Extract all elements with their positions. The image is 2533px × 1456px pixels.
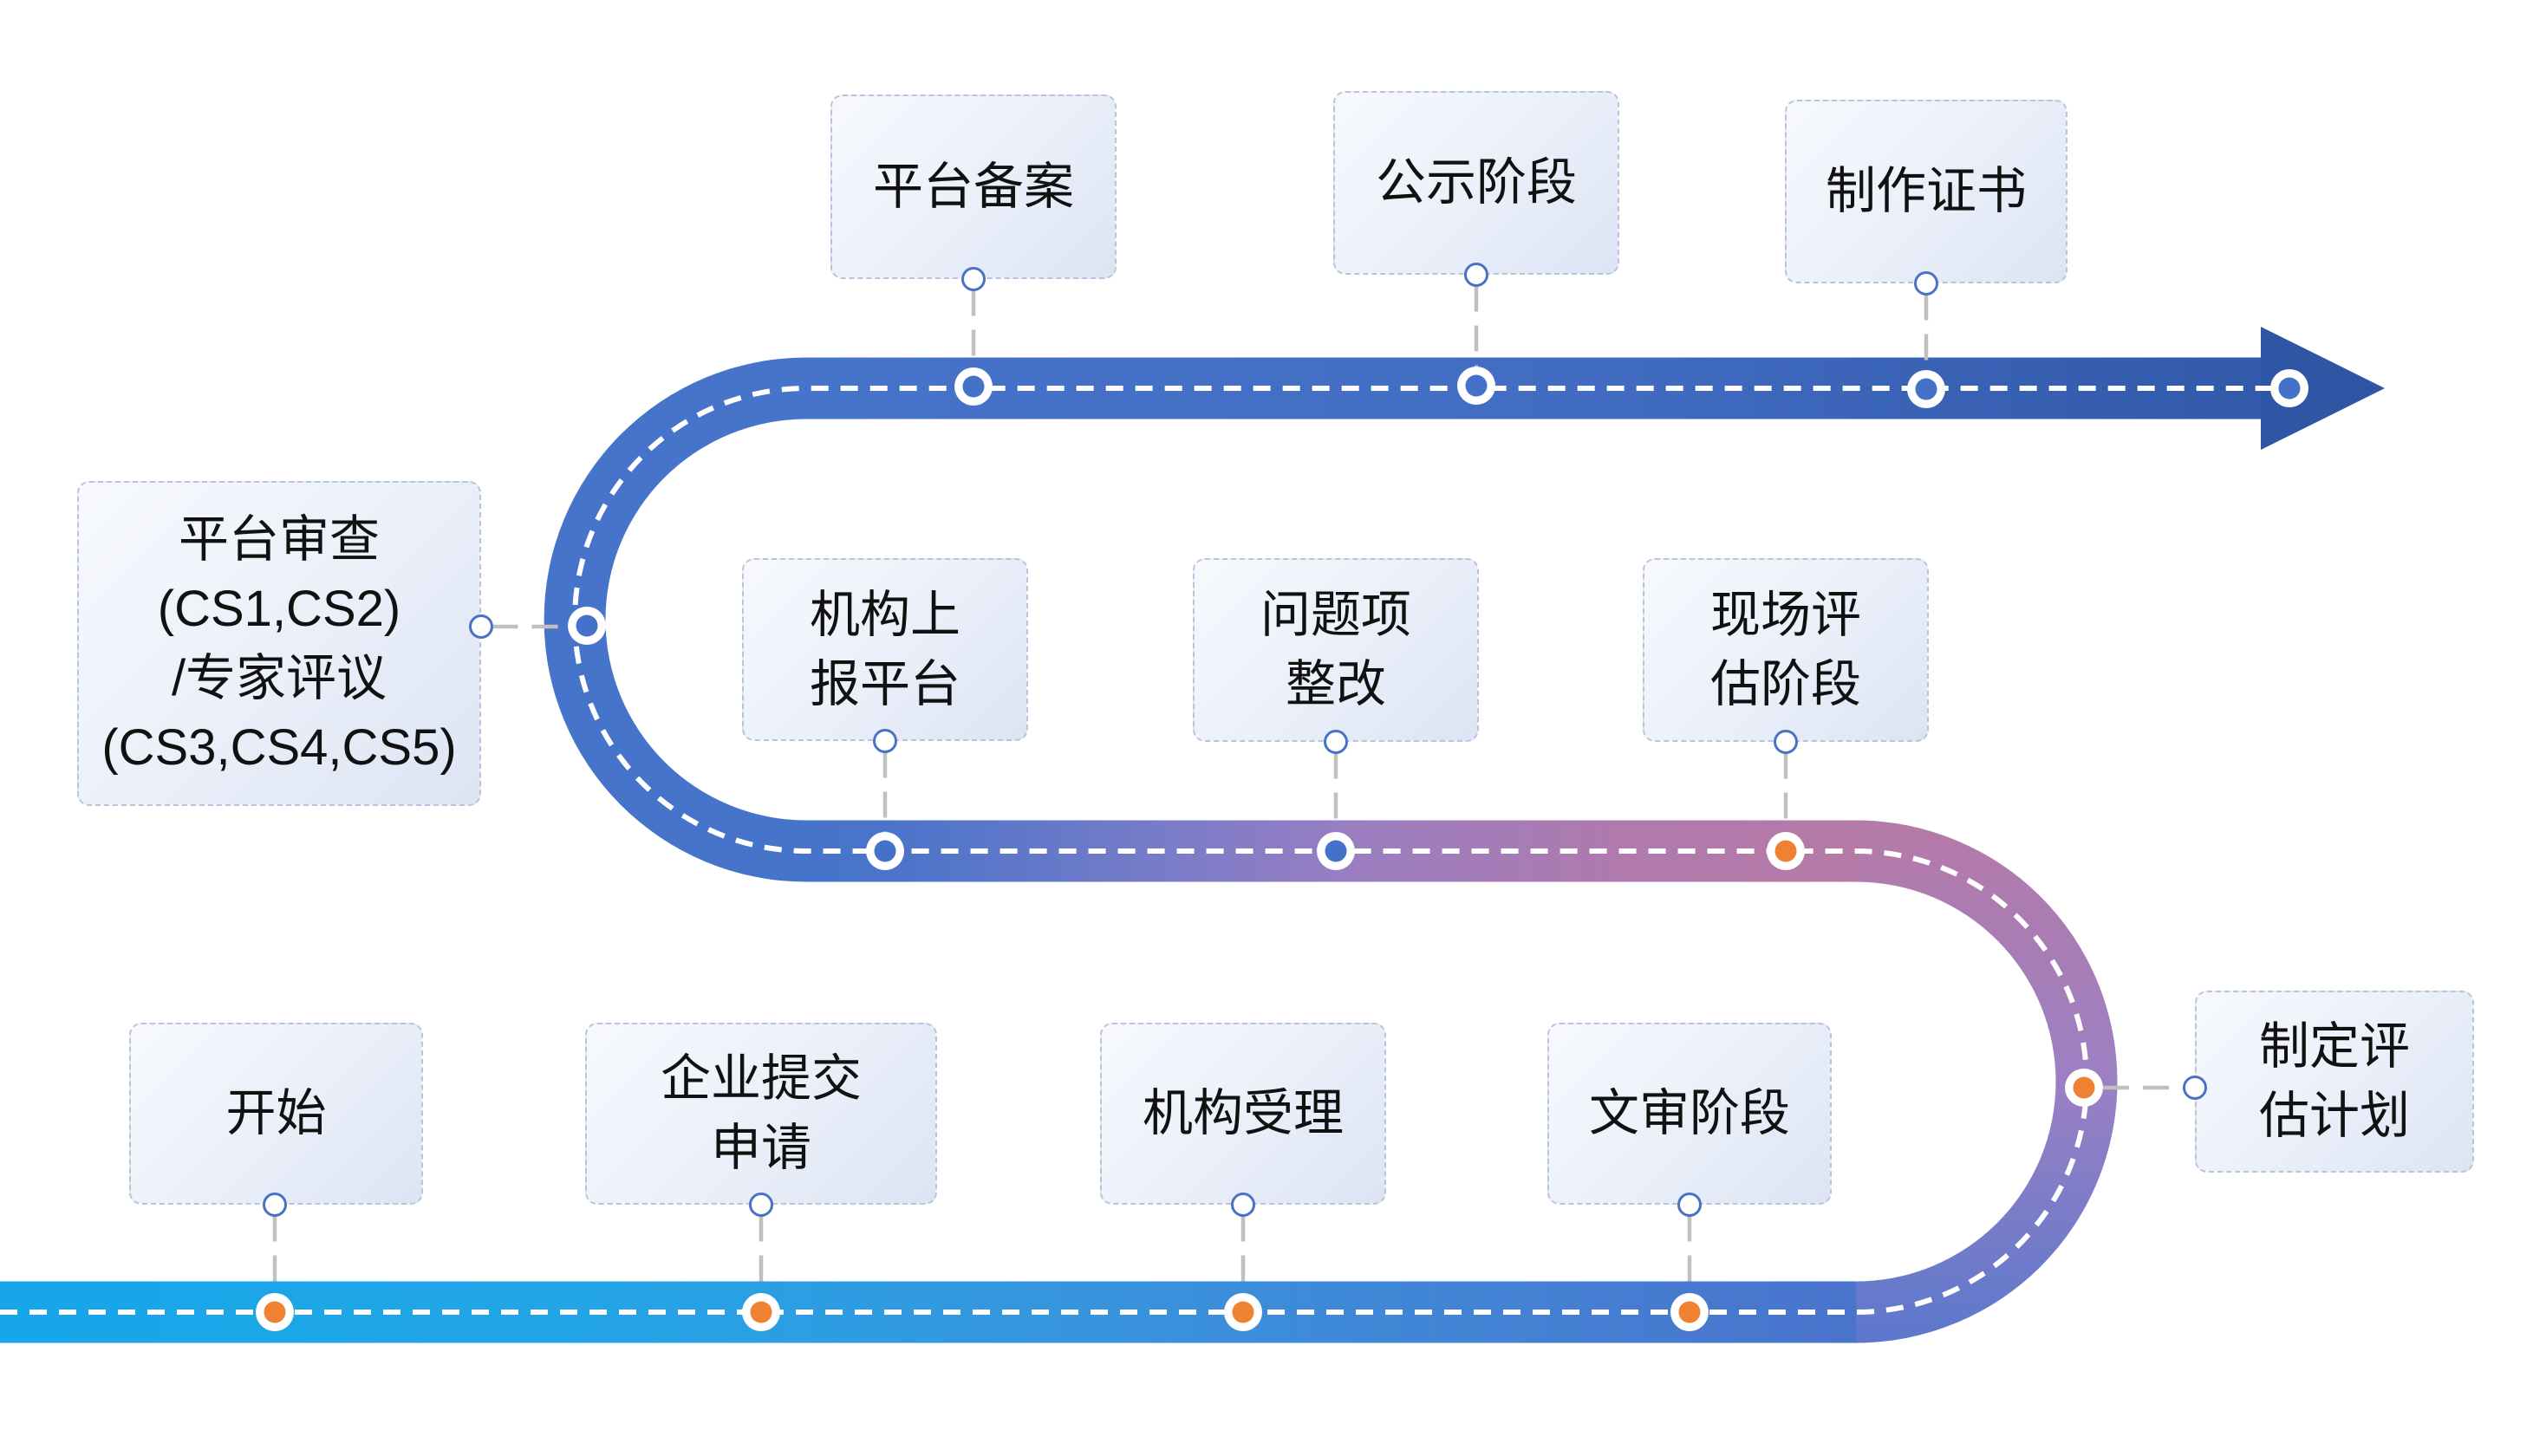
step-label: 制定评 — [2258, 1018, 2410, 1075]
step-label: 报平台 — [809, 655, 960, 712]
step-label: 平台备案 — [872, 158, 1074, 215]
marker-dot-icon — [1465, 374, 1488, 397]
marker-dot-icon — [962, 375, 985, 398]
step-box-submit-application: 企业提交 申请 — [585, 1023, 937, 1205]
end-marker — [2270, 369, 2308, 407]
step-label: 制作证书 — [1825, 163, 2027, 219]
step-box-issue-certificate: 制作证书 — [1785, 100, 2067, 283]
step-label: 现场评 — [1709, 587, 1861, 643]
step-marker — [2065, 1069, 2103, 1107]
step-marker — [742, 1293, 780, 1331]
arrow-head-icon — [2261, 327, 2385, 450]
marker-dot-icon — [264, 1301, 286, 1323]
step-box-platform-review: 平台审查 (CS1,CS2) /专家评议 (CS3,CS4,CS5) — [77, 481, 481, 806]
step-box-document-review: 文审阶段 — [1547, 1023, 1832, 1205]
step-box-assessment-plan: 制定评 估计划 — [2195, 991, 2474, 1173]
step-label: 公示阶段 — [1375, 154, 1577, 211]
step-label: (CS1,CS2) — [157, 580, 401, 637]
step-marker — [1224, 1293, 1262, 1331]
step-label: 问题项 — [1260, 587, 1411, 643]
marker-dot-icon — [2278, 377, 2301, 400]
step-box-onsite-assessment: 现场评 估阶段 — [1643, 558, 1929, 742]
step-marker — [954, 367, 993, 406]
marker-dot-icon — [1678, 1301, 1701, 1323]
step-box-start: 开始 — [129, 1023, 423, 1205]
step-box-platform-filing: 平台备案 — [830, 94, 1117, 279]
step-box-report-to-platform: 机构上 报平台 — [742, 558, 1028, 741]
step-label: 机构受理 — [1142, 1085, 1344, 1141]
step-marker — [256, 1293, 294, 1331]
step-label: 估计划 — [2258, 1088, 2410, 1144]
step-marker — [866, 832, 904, 870]
marker-dot-icon — [874, 840, 896, 862]
step-marker — [1907, 370, 1945, 408]
track-left-curve — [544, 357, 806, 882]
step-label: 机构上 — [809, 586, 960, 643]
step-label: /专家评议 — [171, 649, 387, 706]
track-right-curve — [1856, 820, 2118, 1343]
step-box-issue-rectification: 问题项 整改 — [1193, 558, 1479, 742]
marker-dot-icon — [1325, 840, 1347, 862]
step-marker — [568, 607, 606, 645]
marker-dot-icon — [1915, 378, 1937, 400]
step-label: 整改 — [1285, 656, 1386, 712]
step-box-acceptance: 机构受理 — [1100, 1023, 1386, 1205]
step-box-public-notice: 公示阶段 — [1333, 91, 1619, 275]
step-label: 估阶段 — [1709, 656, 1861, 712]
step-label: 平台审查 — [178, 510, 380, 568]
marker-dot-icon — [1774, 840, 1797, 862]
marker-dot-icon — [2073, 1076, 2095, 1099]
marker-dot-icon — [576, 614, 598, 637]
step-marker — [1767, 832, 1805, 870]
step-label: 申请 — [710, 1120, 811, 1176]
step-marker — [1317, 832, 1355, 870]
step-marker — [1670, 1293, 1709, 1331]
step-label: 企业提交 — [660, 1050, 862, 1107]
marker-dot-icon — [750, 1301, 772, 1323]
step-marker — [1457, 367, 1495, 405]
marker-dot-icon — [1232, 1301, 1254, 1323]
step-label: (CS3,CS4,CS5) — [101, 718, 457, 776]
step-label: 开始 — [225, 1085, 327, 1141]
step-label: 文审阶段 — [1588, 1085, 1790, 1141]
